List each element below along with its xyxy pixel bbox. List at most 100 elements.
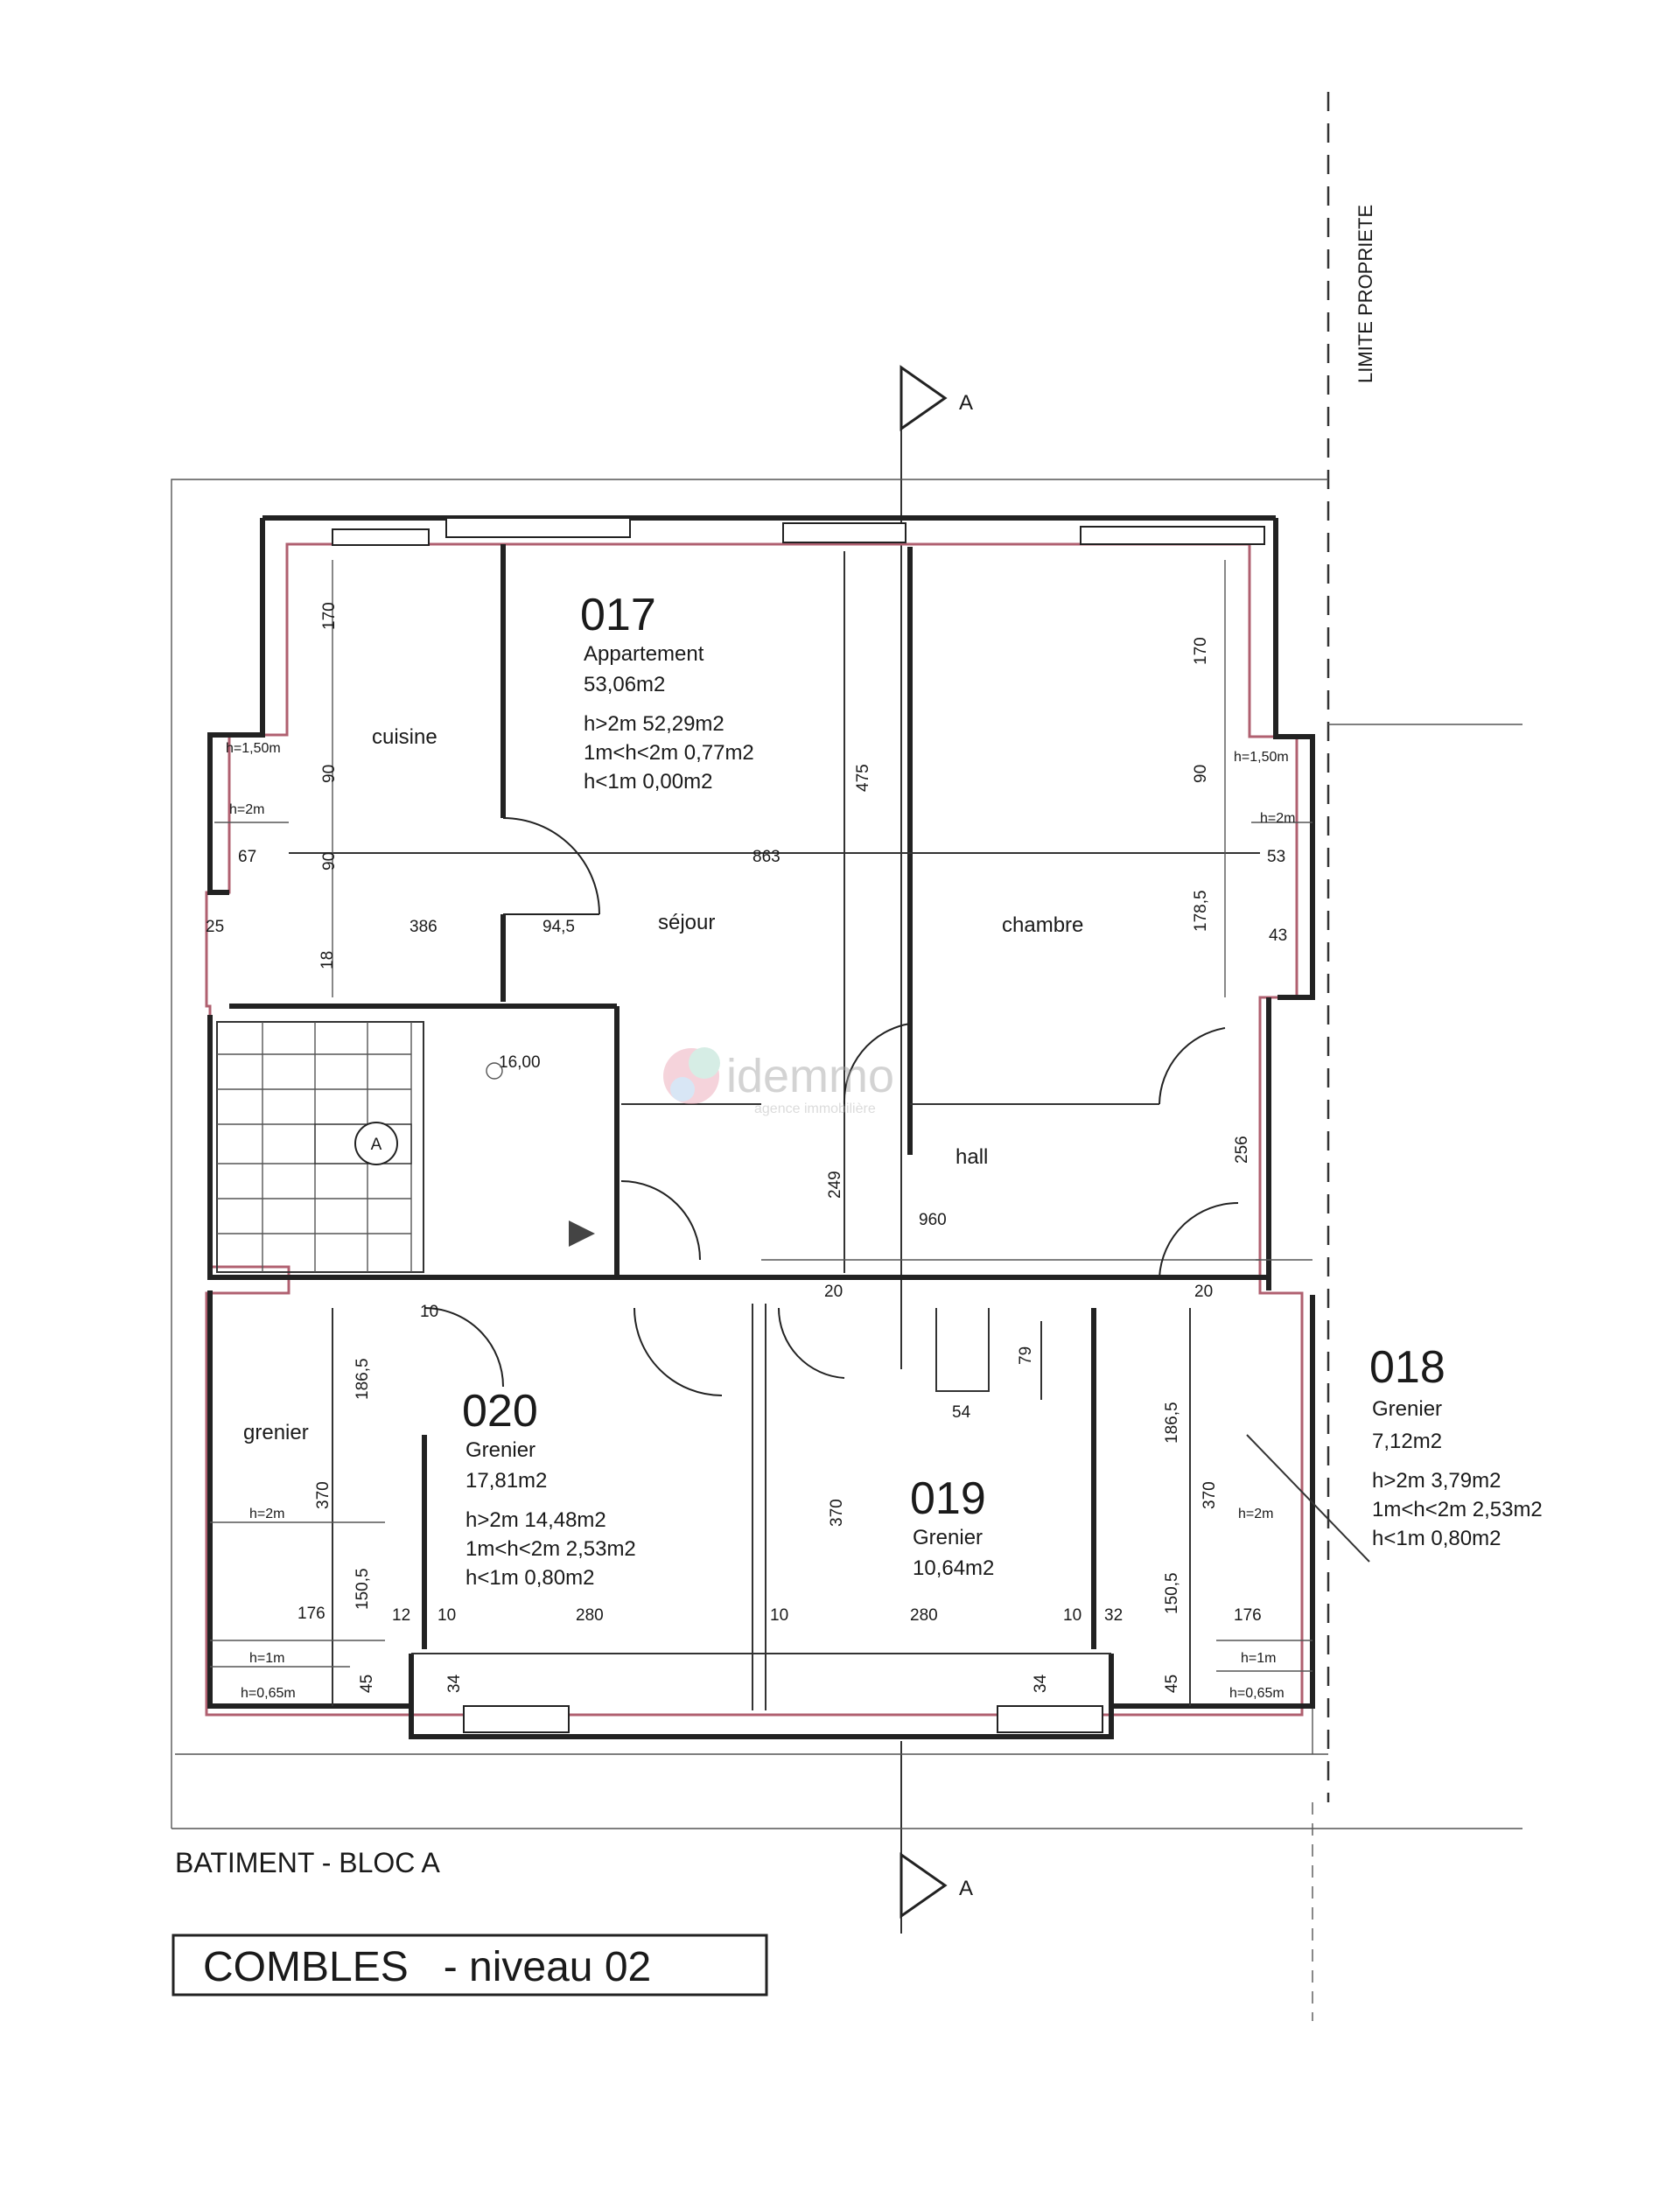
dimension: 45 <box>1163 1675 1181 1693</box>
room-017-line3: h<1m 0,00m2 <box>584 770 712 794</box>
height-mark: h=2m <box>1260 811 1295 826</box>
dimension: 863 <box>752 848 780 866</box>
doors <box>424 817 1239 1396</box>
room-017-line2: 1m<h<2m 0,77m2 <box>584 741 754 765</box>
room-018-number: 018 <box>1369 1342 1446 1393</box>
height-mark: h=2m <box>249 1507 284 1521</box>
dimension: 90 <box>320 852 339 871</box>
dimension: 18 <box>318 951 337 969</box>
room-017-area: 53,06m2 <box>584 673 665 696</box>
dimension: 186,5 <box>354 1358 372 1400</box>
dimension: 20 <box>824 1283 843 1301</box>
dimension: 370 <box>1200 1481 1219 1509</box>
watermark-tagline: agence immobilière <box>754 1102 876 1116</box>
height-mark: h=1,50m <box>226 741 281 756</box>
room-019-type: Grenier <box>913 1526 983 1549</box>
room-018-line3: h<1m 0,80m2 <box>1372 1527 1501 1550</box>
room-019-number: 019 <box>910 1473 986 1524</box>
label-hall: hall <box>956 1145 988 1169</box>
dimension: 20 <box>1194 1283 1213 1301</box>
room-018-type: Grenier <box>1372 1397 1442 1421</box>
dimension: 25 <box>206 918 224 936</box>
dimension: 34 <box>1032 1674 1050 1693</box>
dimension: 256 <box>1233 1136 1251 1164</box>
dimension: 10 <box>420 1303 438 1321</box>
dimension: 178,5 <box>1192 890 1210 932</box>
dimension: 79 <box>1017 1346 1035 1365</box>
dimension: 280 <box>576 1606 604 1625</box>
dimension-labels: 170 90 90 67 863 25 386 94,5 18 475 170 … <box>206 602 1287 1693</box>
interior-walls <box>210 544 1312 1710</box>
staircase: A 16,00 <box>216 1021 595 1273</box>
dimension: 176 <box>1234 1606 1262 1625</box>
height-mark: h=1m <box>1241 1651 1276 1666</box>
room-020-area: 17,81m2 <box>466 1469 547 1493</box>
dimension: 90 <box>1192 765 1210 783</box>
dimension: 94,5 <box>542 918 575 936</box>
label-sejour: séjour <box>658 911 715 934</box>
dimension: 54 <box>952 1403 971 1422</box>
dimension: 249 <box>826 1171 844 1199</box>
dimension: 370 <box>314 1481 332 1509</box>
room-020: 020 Grenier 17,81m2 h>2m 14,48m2 1m<h<2m… <box>462 1386 636 1590</box>
stair-marker: A <box>371 1136 382 1154</box>
exterior-walls <box>207 515 1315 1739</box>
room-020-line3: h<1m 0,80m2 <box>466 1566 594 1590</box>
room-018-area: 7,12m2 <box>1372 1430 1442 1453</box>
section-label-bottom: A <box>959 1877 973 1900</box>
room-020-line2: 1m<h<2m 2,53m2 <box>466 1537 636 1561</box>
dimension: 960 <box>919 1211 947 1229</box>
dimension: 150,5 <box>1163 1572 1181 1614</box>
dimension: 10 <box>1063 1606 1082 1625</box>
property-limit: LIMITE PROPRIETE <box>1312 92 1376 2021</box>
room-017-line1: h>2m 52,29m2 <box>584 712 724 736</box>
watermark: idemmo agence immobilière <box>663 1047 894 1116</box>
dimension: 10 <box>438 1606 456 1625</box>
dimension: 53 <box>1267 848 1285 866</box>
label-cuisine: cuisine <box>372 725 438 749</box>
section-marker-bottom: A <box>900 1741 973 1934</box>
stair-level: 16,00 <box>499 1053 541 1072</box>
room-019-area: 10,64m2 <box>913 1556 994 1580</box>
dimension: 32 <box>1104 1606 1123 1625</box>
dimension: 170 <box>1192 637 1210 665</box>
dimension: 386 <box>410 918 438 936</box>
dimension: 475 <box>854 764 872 792</box>
dimension: 280 <box>910 1606 938 1625</box>
room-018-line2: 1m<h<2m 2,53m2 <box>1372 1498 1543 1521</box>
room-019: 019 Grenier 10,64m2 <box>910 1473 994 1580</box>
dimension: 43 <box>1269 927 1287 945</box>
building-label: BATIMENT - BLOC A <box>175 1847 441 1878</box>
dimension: 90 <box>320 765 339 783</box>
watermark-brand: idemmo <box>726 1050 894 1102</box>
dimension: 12 <box>392 1606 410 1625</box>
height-mark: h=2m <box>229 802 264 817</box>
room-018-line1: h>2m 3,79m2 <box>1372 1469 1501 1493</box>
height-marks: h=1,50m h=2m h=1,50m h=2m h=2m h=1m h=0,… <box>226 741 1295 1701</box>
dimension: 186,5 <box>1163 1402 1181 1444</box>
height-mark: h=1m <box>249 1651 284 1666</box>
room-017: 017 Appartement 53,06m2 h>2m 52,29m2 1m<… <box>580 590 754 794</box>
dimension: 67 <box>238 848 256 866</box>
section-label-top: A <box>959 391 973 415</box>
room-017-number: 017 <box>580 590 656 640</box>
height-mark: h=1,50m <box>1234 750 1289 765</box>
windows <box>332 517 1265 1733</box>
label-chambre: chambre <box>1002 913 1083 937</box>
room-020-number: 020 <box>462 1386 538 1437</box>
dimension: 45 <box>358 1675 376 1693</box>
dimension: 150,5 <box>354 1568 372 1610</box>
room-020-type: Grenier <box>466 1438 536 1462</box>
label-grenier: grenier <box>243 1421 309 1444</box>
level-title: COMBLES - niveau 02 <box>203 1944 651 1990</box>
dimension: 34 <box>445 1674 464 1693</box>
room-017-type: Appartement <box>584 642 704 666</box>
height-mark: h=0,65m <box>1229 1686 1284 1701</box>
room-018: 018 Grenier 7,12m2 h>2m 3,79m2 1m<h<2m 2… <box>1246 1342 1543 1563</box>
property-limit-label: LIMITE PROPRIETE <box>1354 205 1376 383</box>
height-mark: h=2m <box>1238 1507 1273 1521</box>
dimension: 170 <box>320 602 339 630</box>
space-labels: cuisine séjour chambre hall grenier <box>243 725 1083 1444</box>
height-mark: h=0,65m <box>241 1686 296 1701</box>
